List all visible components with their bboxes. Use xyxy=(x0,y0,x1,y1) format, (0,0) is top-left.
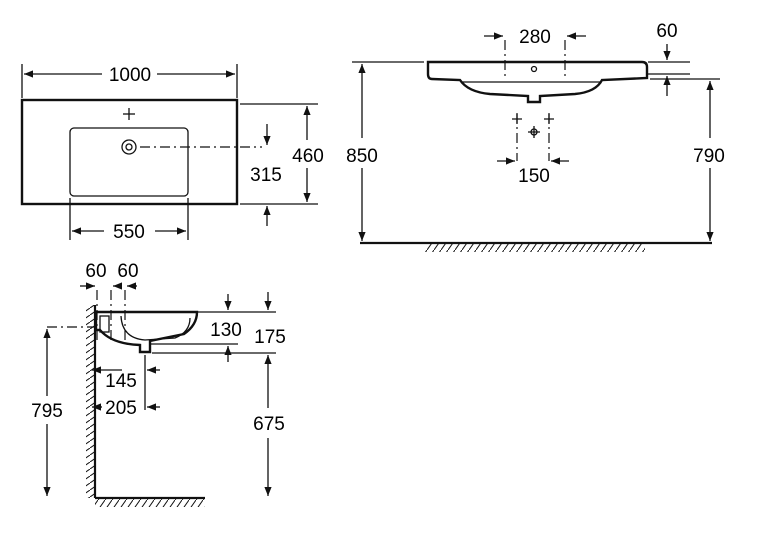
dim-floor-bowl-label: 790 xyxy=(693,146,725,167)
side-view: 60 60 130 175 145 205 795 675 xyxy=(31,261,286,507)
dim-side-floor-rim-label: 795 xyxy=(31,401,63,422)
floor-hatch-side xyxy=(95,499,205,507)
dim-floor-drain-label: 675 xyxy=(253,414,285,435)
dim-bowl-depth-label: 130 xyxy=(210,320,242,341)
dim-drain-offset-2-label: 205 xyxy=(105,398,137,419)
dim-floor-rim-label: 850 xyxy=(346,146,378,167)
dim-drain-offset-label: 145 xyxy=(105,371,137,392)
floor-hatch xyxy=(425,244,645,252)
dim-alt-holes-label: 150 xyxy=(518,166,550,187)
front-view: 280 60 150 850 790 xyxy=(346,21,725,252)
dim-wall-offset-a-label: 60 xyxy=(85,261,106,282)
top-view: 1000 550 460 315 xyxy=(20,64,324,243)
dim-basin-height-label: 175 xyxy=(254,327,286,348)
dim-holes-label: 280 xyxy=(519,27,551,48)
tap-holes-icon xyxy=(512,113,554,161)
bowl-outline-top xyxy=(69,127,189,197)
dim-tap-back-label: 315 xyxy=(250,165,282,186)
dim-deck-label: 60 xyxy=(656,21,677,42)
dim-width-label: 1000 xyxy=(109,65,151,86)
dim-depth-label: 460 xyxy=(292,146,324,167)
dim-bowl-width-label: 550 xyxy=(113,222,145,243)
wall-hatch xyxy=(86,305,95,498)
drain-icon xyxy=(121,139,137,155)
dim-wall-offset-b-label: 60 xyxy=(117,261,138,282)
